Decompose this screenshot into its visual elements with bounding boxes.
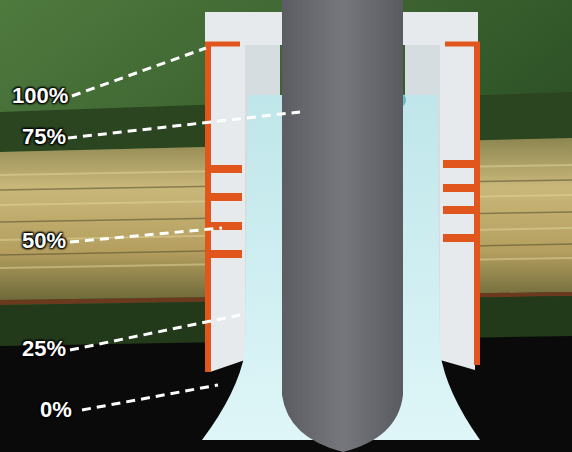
percentage-label: 50% — [22, 229, 66, 253]
percentage-label: 100% — [12, 84, 68, 108]
percentage-label: 0% — [40, 398, 72, 422]
percentage-label: 25% — [22, 337, 66, 361]
percentage-label: 75% — [22, 125, 66, 149]
